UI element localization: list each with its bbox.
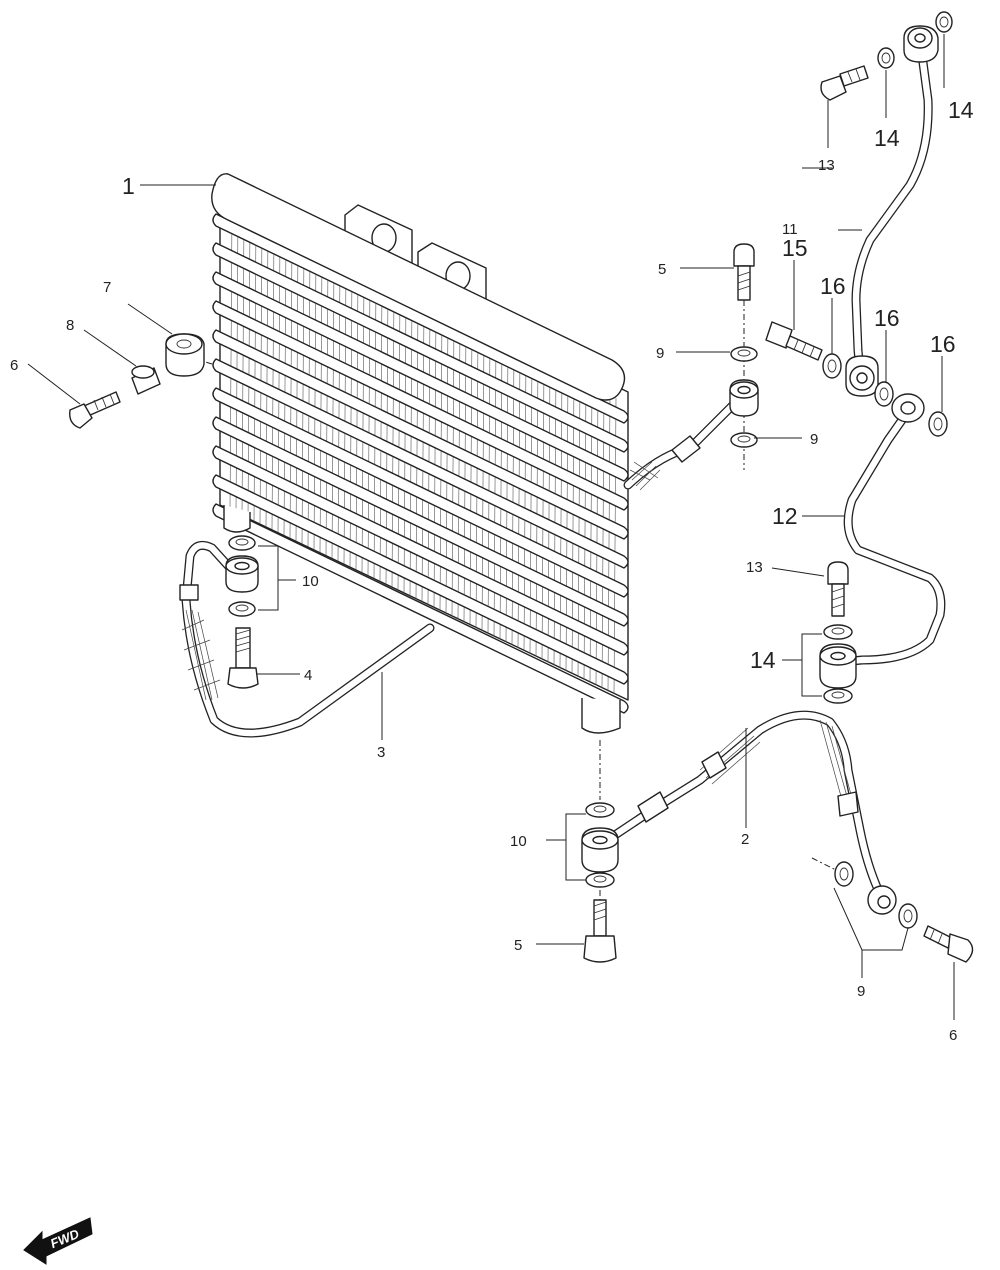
washer-9-right-a bbox=[834, 861, 854, 887]
oil-hose-3 bbox=[179, 540, 435, 738]
bolt-6-right bbox=[923, 925, 974, 963]
cooler-tube bbox=[212, 213, 629, 424]
washer-14-c bbox=[823, 624, 853, 640]
banjo-bolt-4 bbox=[227, 627, 259, 689]
label-part-5-upper: 5 bbox=[658, 261, 666, 278]
label-part-10-lower: 10 bbox=[510, 833, 527, 850]
fwd-arrow-icon bbox=[23, 1217, 93, 1265]
label-part-13-top: 13 bbox=[818, 157, 835, 174]
cooler-tube bbox=[212, 445, 629, 656]
part-number-labels: 1 7 8 6 5 9 9 10 4 3 10 5 2 9 6 11 12 13… bbox=[10, 97, 974, 1044]
washer-10-bottom-left bbox=[228, 601, 256, 617]
banjo-fitting-right-lower bbox=[867, 885, 897, 915]
label-part-3: 3 bbox=[377, 744, 385, 761]
label-part-16-a: 16 bbox=[820, 273, 846, 299]
cooler-tube bbox=[212, 300, 629, 511]
banjo-bolt-13-top bbox=[820, 65, 869, 101]
cooler-tube bbox=[212, 271, 629, 482]
washer-16-c bbox=[928, 411, 948, 437]
banjo-fitting-left bbox=[225, 555, 259, 593]
label-part-14-b: 14 bbox=[948, 97, 974, 123]
label-part-2: 2 bbox=[741, 831, 749, 848]
cooler-tube bbox=[212, 242, 629, 453]
label-part-7: 7 bbox=[103, 279, 111, 296]
leader-lines bbox=[27, 34, 955, 1020]
label-part-6-right: 6 bbox=[949, 1027, 957, 1044]
washer-16-a bbox=[822, 353, 842, 379]
label-part-4: 4 bbox=[304, 667, 312, 684]
banjo-bolt-15 bbox=[765, 321, 823, 361]
label-part-8: 8 bbox=[66, 317, 74, 334]
washer-9-right-b bbox=[898, 903, 918, 929]
label-part-9-middle: 9 bbox=[810, 431, 818, 448]
banjo-fitting-pipe-12-top bbox=[891, 393, 925, 423]
oil-hose-2 bbox=[610, 710, 887, 903]
rubber-grommet-7 bbox=[165, 333, 205, 377]
cooler-tubes bbox=[212, 213, 629, 714]
label-part-16-b: 16 bbox=[874, 305, 900, 331]
banjo-bolt-5-lower bbox=[583, 899, 617, 963]
banjo-fitting-pipe-11-bottom bbox=[845, 355, 879, 397]
cooler-fins bbox=[229, 212, 617, 695]
cooler-tube bbox=[212, 358, 629, 569]
oil-hose-cooler-outlet bbox=[623, 395, 743, 491]
banjo-fittings bbox=[225, 25, 939, 915]
cooler-tube bbox=[212, 416, 629, 627]
label-part-5-lower: 5 bbox=[514, 937, 522, 954]
cooler-tube bbox=[212, 474, 629, 685]
oil-pipe-12 bbox=[837, 415, 946, 667]
label-part-16-c: 16 bbox=[930, 331, 956, 357]
label-part-11: 11 bbox=[782, 221, 798, 238]
banjo-fitting-pipe-11-top bbox=[903, 25, 939, 63]
label-part-9-upper: 9 bbox=[656, 345, 664, 362]
cooler-tube bbox=[212, 387, 629, 598]
bolts bbox=[69, 65, 974, 963]
collar-8 bbox=[131, 365, 161, 395]
oil-pipe-11 bbox=[851, 50, 933, 377]
washer-14-b bbox=[935, 11, 953, 33]
washer-10-top-lower bbox=[585, 802, 615, 818]
banjo-bolt-13-lower bbox=[827, 561, 849, 617]
oil-cooler-core bbox=[211, 173, 629, 734]
label-part-6-left: 6 bbox=[10, 357, 18, 374]
label-part-1: 1 bbox=[122, 173, 135, 199]
washer-16-b bbox=[874, 381, 894, 407]
banjo-bolt-5-upper bbox=[733, 243, 755, 301]
cooler-tube bbox=[212, 503, 629, 714]
label-part-14-lower: 14 bbox=[750, 647, 776, 673]
washer-10-bottom-lower bbox=[585, 872, 615, 888]
banjo-fitting-upper bbox=[729, 379, 759, 417]
label-part-12: 12 bbox=[772, 503, 798, 529]
bolt-6-left bbox=[69, 391, 121, 429]
label-part-9-lower: 9 bbox=[857, 983, 865, 1000]
cooler-fin-lines bbox=[229, 212, 617, 695]
label-part-15: 15 bbox=[782, 235, 808, 261]
label-part-14-a: 14 bbox=[874, 125, 900, 151]
banjo-fitting-lower bbox=[581, 827, 619, 873]
cooler-bottom-fitting-left bbox=[223, 505, 251, 533]
washer-14-a bbox=[877, 47, 895, 69]
washer-10-top-left bbox=[228, 535, 256, 551]
forward-direction-badge: FWD bbox=[23, 1217, 93, 1265]
sealing-washers bbox=[228, 11, 953, 929]
label-part-10-left: 10 bbox=[302, 573, 319, 590]
label-part-13-lower: 13 bbox=[746, 559, 763, 576]
cooler-bottom-fitting-right bbox=[581, 698, 621, 734]
banjo-fitting-pipe-12-bottom bbox=[819, 643, 857, 689]
cooler-tube bbox=[212, 329, 629, 540]
washer-14-d bbox=[823, 688, 853, 704]
washer-9-bottom bbox=[730, 432, 758, 448]
washer-9-top bbox=[730, 346, 758, 362]
